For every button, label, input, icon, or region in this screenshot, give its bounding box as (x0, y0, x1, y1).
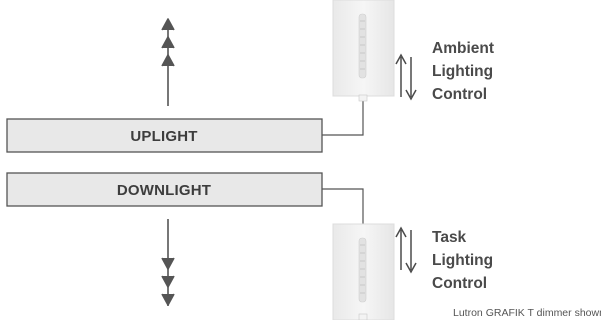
ambient-label-line2: Lighting (432, 63, 493, 80)
uplight-connector-line (322, 101, 364, 136)
uplight-label: UPLIGHT (130, 128, 197, 145)
task-lighting-control-label: Task Lighting Control (432, 229, 493, 292)
task-label-line3: Control (432, 275, 487, 292)
ambient-up-down-arrows-icon (395, 53, 417, 101)
task-up-down-arrows-icon (395, 226, 417, 274)
task-label-line2: Lighting (432, 252, 493, 269)
dimmer-caption: Lutron GRAFIK T dimmer shown (453, 307, 601, 319)
downlight-bar: DOWNLIGHT (6, 172, 323, 207)
triple-chevron-down-icon (161, 219, 175, 306)
uplight-bar: UPLIGHT (6, 118, 323, 153)
triple-chevron-up-icon (161, 18, 175, 106)
ambient-label-line3: Control (432, 86, 487, 103)
task-label-line1: Task (432, 229, 467, 246)
downlight-label: DOWNLIGHT (117, 182, 211, 199)
ambient-dimmer-icon (332, 0, 395, 102)
ambient-label-line1: Ambient (432, 40, 494, 57)
task-dimmer-icon (332, 223, 395, 320)
ambient-lighting-control-label: Ambient Lighting Control (432, 40, 494, 103)
downlight-connector-line (322, 188, 364, 224)
